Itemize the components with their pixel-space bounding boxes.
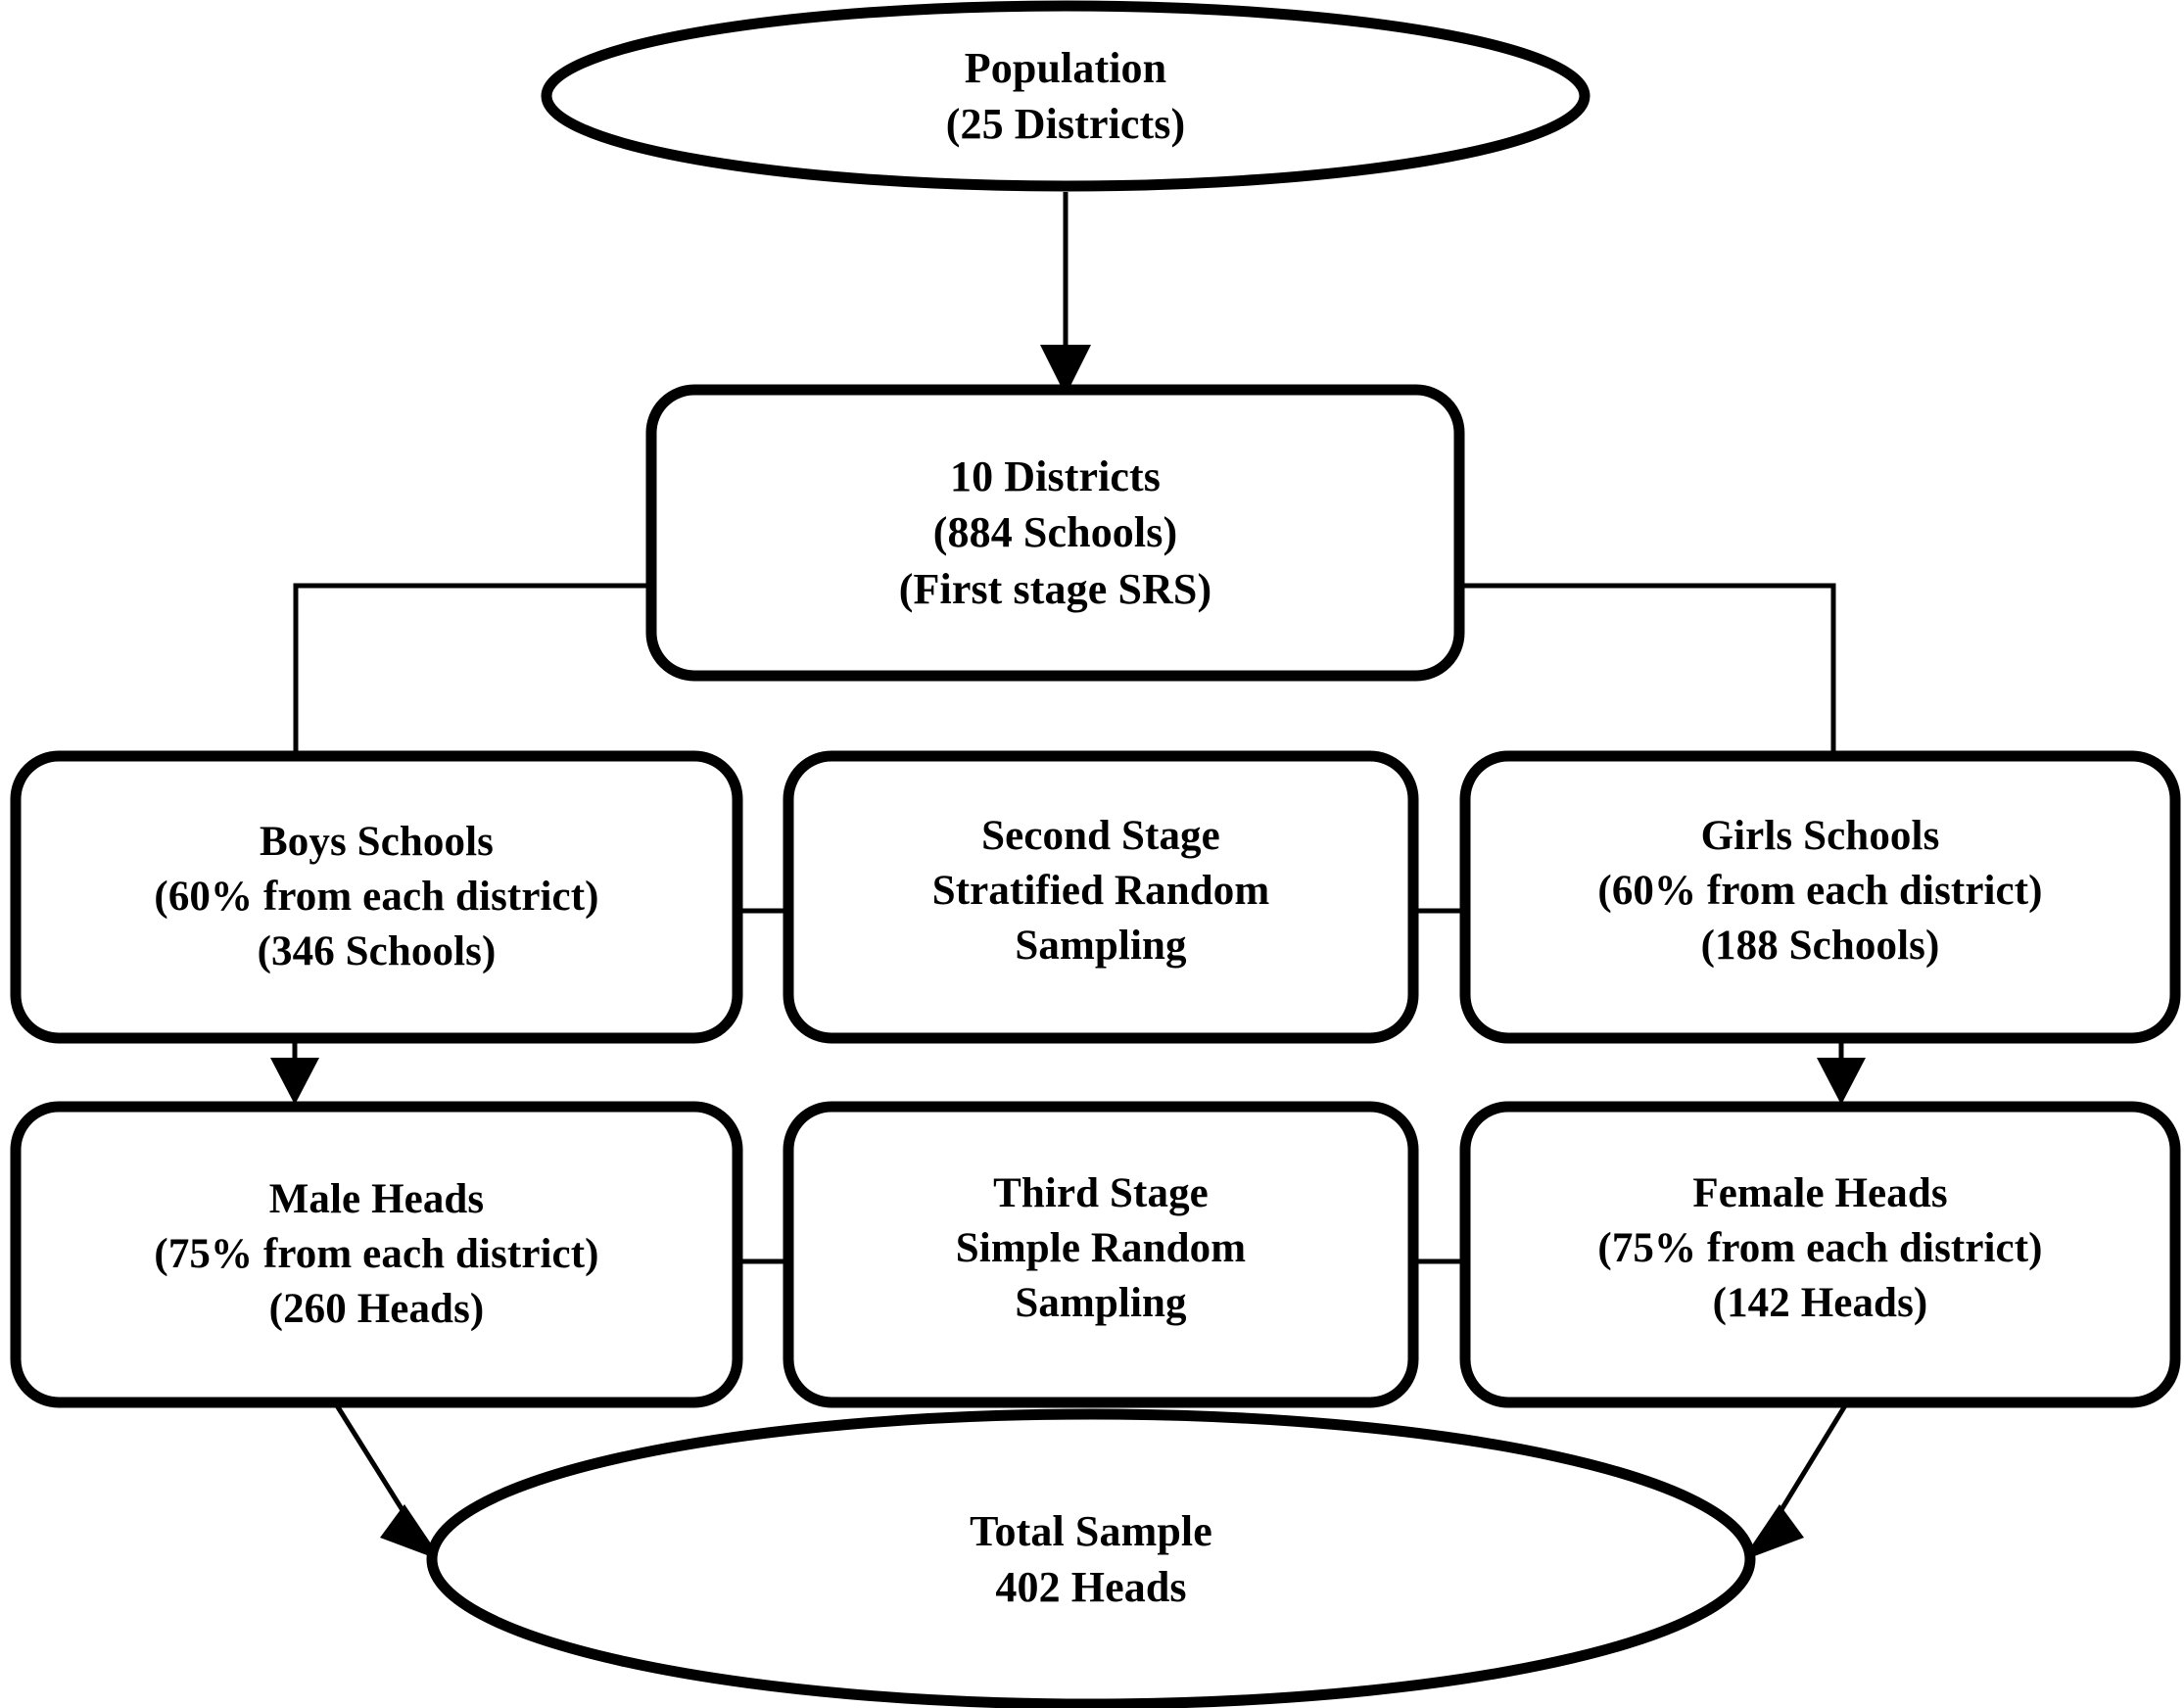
edge-boys-to-male-heads [270, 1033, 319, 1105]
edge-male-heads-to-total [332, 1400, 443, 1561]
node-third-stage-shape[interactable] [783, 1101, 1419, 1408]
node-female-heads-shape[interactable] [1459, 1101, 2181, 1408]
edge-population-to-districts [1040, 192, 1091, 396]
node-total-sample-shape[interactable] [426, 1408, 1756, 1708]
edge-districts-to-girls [1459, 583, 1836, 759]
node-girls-schools-shape[interactable] [1459, 750, 2181, 1044]
edge-districts-to-boys [293, 583, 651, 759]
node-male-heads-shape[interactable] [10, 1101, 743, 1408]
node-districts-shape[interactable] [645, 384, 1465, 682]
node-population-shape[interactable] [541, 0, 1591, 192]
node-second-stage-shape[interactable] [783, 750, 1419, 1044]
edge-girls-to-female-heads [1817, 1033, 1866, 1105]
edge-female-heads-to-total [1741, 1400, 1850, 1561]
node-boys-schools-shape[interactable] [10, 750, 743, 1044]
